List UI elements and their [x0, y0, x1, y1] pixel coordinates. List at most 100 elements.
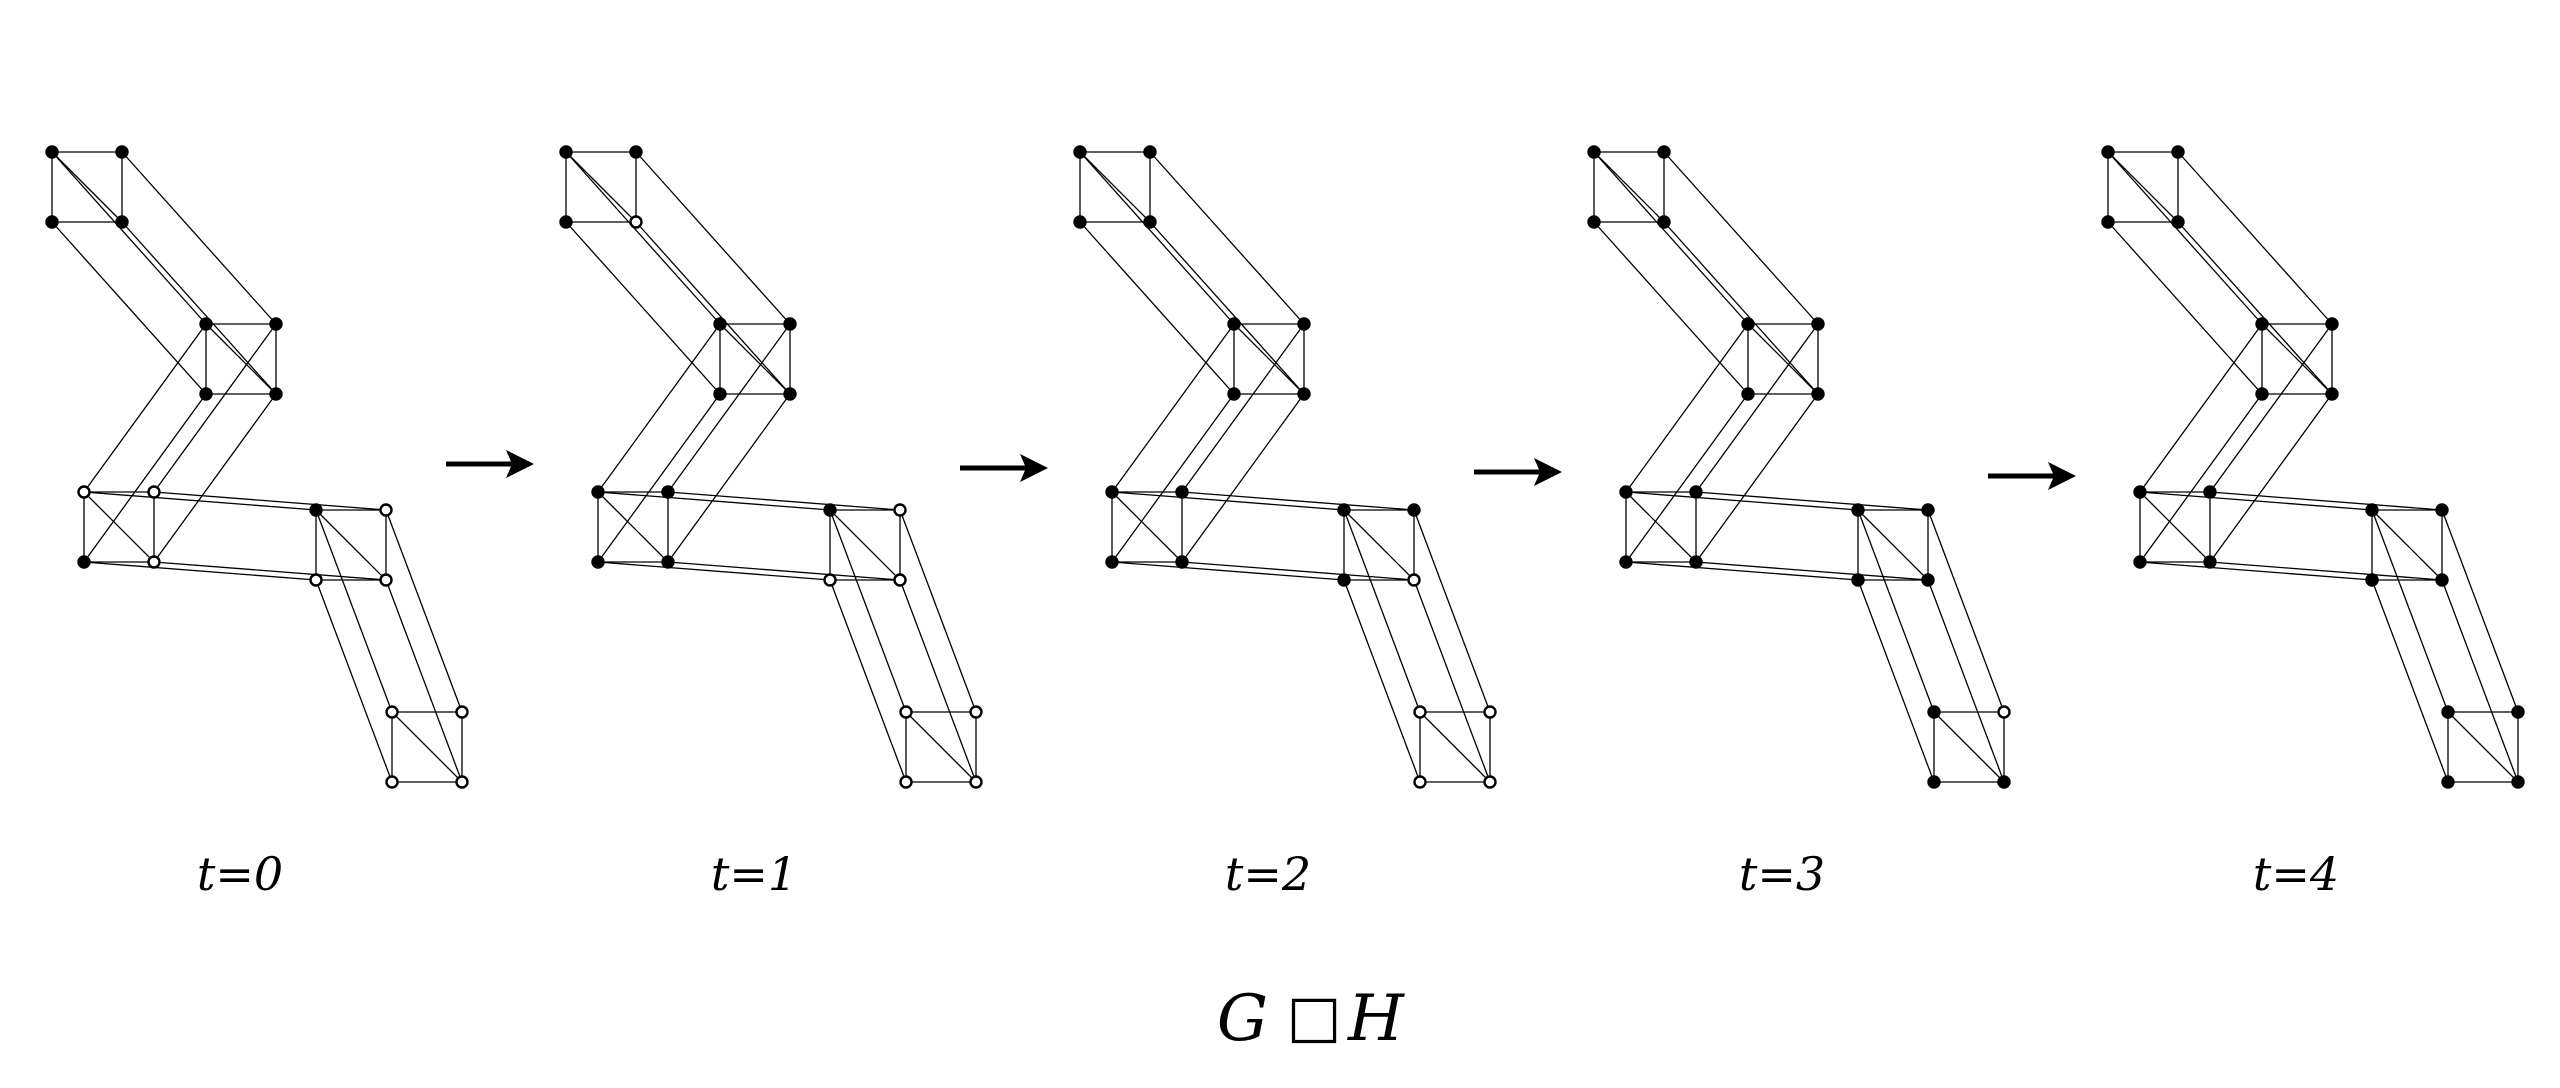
infected-vertex — [2325, 387, 2339, 401]
panel-t4 — [2101, 145, 2525, 789]
infected-vertex — [591, 555, 605, 569]
infected-vertex — [2203, 485, 2217, 499]
g-edge — [597, 393, 721, 563]
h-edge — [829, 509, 901, 581]
g-edge — [385, 579, 463, 783]
infected-vertex — [1619, 485, 1633, 499]
g-edge — [385, 509, 463, 713]
transition-arrow — [1474, 458, 1562, 486]
healthy-vertex — [147, 485, 161, 499]
infected-vertex — [2435, 573, 2449, 587]
edge-group — [51, 151, 463, 783]
h-edge — [1625, 491, 1697, 563]
g-edge — [153, 491, 387, 511]
g-edge — [1695, 323, 1819, 493]
infected-vertex — [1105, 555, 1119, 569]
healthy-vertex — [147, 555, 161, 569]
g-edge — [1079, 221, 1235, 395]
h-edge — [1857, 509, 1929, 581]
infected-vertex — [1407, 503, 1421, 517]
g-edge — [1857, 579, 1935, 783]
infected-vertex — [1657, 215, 1671, 229]
g-edge — [1111, 323, 1235, 493]
infected-vertex — [269, 387, 283, 401]
healthy-vertex — [1483, 775, 1497, 789]
g-edge — [153, 561, 387, 581]
infected-vertex — [559, 145, 573, 159]
g-edge — [153, 323, 277, 493]
infected-vertex — [2365, 573, 2379, 587]
transition-arrow — [446, 450, 534, 478]
h-edge — [391, 711, 463, 783]
g-edge — [667, 491, 901, 511]
infected-vertex — [661, 485, 675, 499]
arrow-head — [1020, 454, 1048, 482]
h-edge — [719, 323, 791, 395]
infected-vertex — [1657, 145, 1671, 159]
panel-t1 — [559, 145, 983, 789]
infected-vertex — [2133, 485, 2147, 499]
infected-vertex — [823, 503, 837, 517]
infected-vertex — [2511, 705, 2525, 719]
transition-arrow — [960, 454, 1048, 482]
g-edge — [83, 323, 207, 493]
h-edge — [2371, 509, 2443, 581]
h-edge — [1079, 151, 1151, 223]
infected-vertex — [1741, 387, 1755, 401]
h-edge — [2107, 151, 2179, 223]
infected-vertex — [713, 317, 727, 331]
g-edge — [2209, 393, 2333, 563]
h-edge — [205, 323, 277, 395]
healthy-vertex — [969, 705, 983, 719]
infected-vertex — [2255, 387, 2269, 401]
g-edge — [315, 509, 393, 713]
g-edge — [51, 151, 207, 325]
infected-vertex — [1337, 503, 1351, 517]
infected-vertex — [2171, 215, 2185, 229]
panel-t3 — [1587, 145, 2011, 789]
edge-group — [565, 151, 977, 783]
g-edge — [667, 561, 901, 581]
healthy-vertex — [385, 775, 399, 789]
g-edge — [899, 579, 977, 783]
g-edge — [597, 323, 721, 493]
g-edge — [1181, 323, 1305, 493]
g-edge — [1079, 151, 1235, 325]
g-edge — [1181, 561, 1415, 581]
h-edge — [905, 711, 977, 783]
healthy-vertex — [823, 573, 837, 587]
infected-vertex — [1851, 503, 1865, 517]
h-edge — [2447, 711, 2519, 783]
infected-vertex — [2365, 503, 2379, 517]
g-edge — [1343, 579, 1421, 783]
h-edge — [1747, 323, 1819, 395]
panel-t0 — [45, 145, 469, 789]
infected-vertex — [1689, 485, 1703, 499]
step-label-t1: t=1 — [711, 847, 797, 901]
g-edge — [1111, 393, 1235, 563]
infected-vertex — [2101, 145, 2115, 159]
g-edge — [2139, 323, 2263, 493]
step-label-t2: t=2 — [1225, 847, 1311, 901]
g-edge — [1927, 509, 2005, 713]
edge-group — [1593, 151, 2005, 783]
infected-vertex — [1297, 317, 1311, 331]
g-edge — [2107, 151, 2263, 325]
g-edge — [1625, 561, 1859, 581]
g-edge — [2441, 579, 2519, 783]
g-edge — [1927, 579, 2005, 783]
infected-vertex — [2511, 775, 2525, 789]
g-edge — [121, 151, 277, 325]
product-caption: G □ H — [1217, 982, 1405, 1056]
healthy-vertex — [1413, 705, 1427, 719]
g-edge — [667, 323, 791, 493]
g-edge — [2441, 509, 2519, 713]
healthy-vertex — [1483, 705, 1497, 719]
g-edge — [83, 491, 317, 511]
h-edge — [83, 491, 155, 563]
h-edge — [1343, 509, 1415, 581]
infected-vertex — [45, 215, 59, 229]
infected-vertex — [309, 503, 323, 517]
healthy-vertex — [629, 215, 643, 229]
